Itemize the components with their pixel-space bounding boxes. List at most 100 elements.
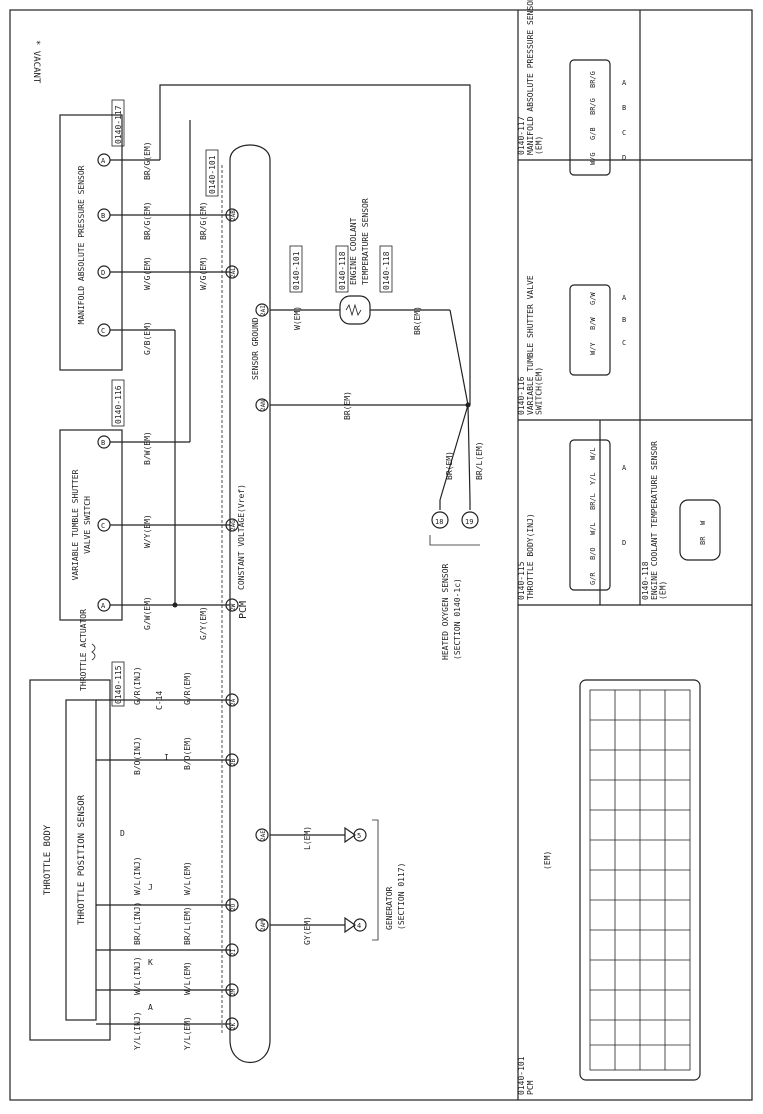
map-wire-0: G/B(EM): [143, 321, 152, 355]
ect-label-2: TEMPERATURE SENSOR: [361, 198, 370, 285]
diagram-text: BR/L: [589, 493, 597, 510]
diagram-text: D: [101, 269, 105, 277]
page-frame: [9, 9, 753, 1101]
tps-wire-2: BR/L(INJ): [133, 902, 142, 945]
vtv-pcm-wire-0: G/Y(EM): [199, 606, 208, 640]
map-wire-3: BR/G(EM): [143, 141, 152, 180]
map-label: MANIFOLD ABSOLUTE PRESSURE SENSOR: [77, 165, 86, 324]
ho2-label-1: HEATED OXYGEN SENSOR: [441, 563, 450, 660]
tps-pcm-wire-3: W/L(EM): [183, 861, 192, 895]
diagram-text: W/L: [589, 522, 597, 535]
diagram-text: C: [622, 339, 626, 347]
diagram-text: Y/L: [589, 472, 597, 485]
map-wire-1: W/G(EM): [143, 256, 152, 290]
vtv-wire-0: G/W(EM): [143, 596, 152, 630]
throttle-body-box: [29, 679, 111, 1041]
diagram-text: BR/G: [589, 71, 597, 88]
legend-map: 0140-117MANIFOLD ABSOLUTE PRESSURE SENSO…: [517, 0, 544, 155]
vacant-note: * VACANT: [31, 40, 41, 84]
pcm-body: [229, 144, 271, 1064]
vtv-label-2: VALVE SWITCH: [83, 496, 92, 554]
gen-label-1: GENERATOR: [385, 886, 394, 930]
junction-j: J: [148, 883, 153, 892]
tps-wire-3: W/L(INJ): [133, 856, 142, 895]
tps-box: [65, 699, 97, 1021]
map-wire-2: BR/G(EM): [143, 201, 152, 240]
gen-wire-0: L(EM): [303, 826, 312, 850]
diagram-text: 2AG: [230, 520, 237, 531]
diagram-text: C: [101, 522, 105, 530]
diagram-text: 2AI: [260, 305, 267, 316]
diagram-text: G/R: [589, 572, 597, 585]
vtv-label-1: VARIABLE TUMBLE SHUTTER: [71, 469, 80, 580]
diagram-text: 2I: [230, 948, 237, 956]
diagram-text: A: [622, 294, 627, 302]
tb-connector-face: [569, 439, 611, 591]
diagram-text: 19: [465, 518, 473, 526]
ho2-label-2: (SECTION 0140-1c): [453, 578, 462, 660]
throttle-body-title: THROTTLE BODY: [43, 824, 53, 895]
diagram-text: 5: [357, 832, 361, 840]
map-pcm-wire-2: BR/G(EM): [199, 201, 208, 240]
diagram-text: 2A: [230, 698, 237, 706]
constant-voltage-label: CONSTANT VOLTAGE(Vref): [237, 484, 246, 590]
diagram-text: W/Y: [589, 342, 597, 355]
diagram-text: A: [101, 602, 106, 610]
diagram-text: BR/G: [589, 98, 597, 115]
tps-wire-4: B/O(INJ): [133, 736, 142, 775]
gen-wire-1: GY(EM): [303, 916, 312, 945]
tps-wires: [96, 699, 230, 1025]
tps-pcm-pins: 2K 2M 2I 2O 2B 2A: [225, 693, 239, 1031]
gen-label-2: (SECTION 0117): [397, 863, 406, 930]
vtv-wire-2: B/W(EM): [143, 431, 152, 465]
diagram-text: 18: [435, 518, 443, 526]
throttle-actuator-label: THROTTLE ACTUATOR: [79, 609, 88, 691]
diagram-text: A: [101, 157, 106, 165]
diagram-text: C: [101, 327, 105, 335]
tps-pcm-wire-0: Y/L(EM): [183, 1016, 192, 1050]
junction-d: D: [120, 829, 125, 838]
ect-wire-2: BR(EM): [413, 306, 422, 335]
ect-label-1: ENGINE COOLANT: [349, 217, 358, 285]
tps-wire-5: G/R(INJ): [133, 666, 142, 705]
tps-wire-1: W/L(INJ): [133, 956, 142, 995]
conn-118b-tag: 0140-118: [382, 251, 391, 290]
diagram-text: 2K: [230, 1022, 237, 1030]
actuator-coil: [91, 643, 96, 661]
legend-tb: 0140-115THROTTLE BODY(INJ): [517, 513, 535, 600]
diagram-text: 2M: [230, 988, 237, 996]
diagram-text: B: [101, 439, 105, 447]
sensor-ground-label: SENSOR GROUND: [251, 317, 260, 380]
vtv-connector-face: [569, 284, 611, 376]
diagram-text: 2AN: [260, 400, 267, 411]
diagram-text: B: [622, 316, 626, 324]
tps-pcm-wire-4: B/O(EM): [183, 736, 192, 770]
tps-pcm-wire-2: BR/L(EM): [183, 906, 192, 945]
conn-118a-tag: 0140-118: [338, 251, 347, 290]
diagram-text: G/B: [589, 127, 597, 140]
legend-pcm-em: (EM): [543, 851, 552, 870]
conn-117-tag: 0140-117: [114, 105, 123, 144]
ect-connector-face: [679, 499, 721, 561]
pcm-label: PCM: [238, 601, 249, 619]
ho2-wire-0: BR(EM): [445, 451, 454, 480]
tps-pcm-wire-1: W/L(EM): [183, 961, 192, 995]
ho2-wire-1: BR/L(EM): [475, 441, 484, 480]
diagram-text: A: [622, 79, 627, 87]
junction-k: K: [148, 958, 153, 967]
junction-i: I: [164, 753, 169, 762]
c14-label: C-14: [155, 691, 164, 710]
diagram-text: W/G: [589, 152, 597, 165]
conn-115-tag: 0140-115: [114, 665, 123, 704]
tps-label: THROTTLE POSITION SENSOR: [77, 794, 87, 925]
legend-ect: 0140-118ENGINE COOLANT TEMPERATURE SENSO…: [641, 441, 668, 600]
diagram-text: D: [622, 154, 626, 162]
diagram-text: W/L: [589, 447, 597, 460]
map-pcm-wire-1: W/G(EM): [199, 256, 208, 290]
sensor-ground-wire: BR(EM): [343, 391, 352, 420]
diagram-text: B: [101, 212, 105, 220]
conn-101b-tag: 0140-101: [292, 251, 301, 290]
map-connector-face: [569, 59, 611, 176]
